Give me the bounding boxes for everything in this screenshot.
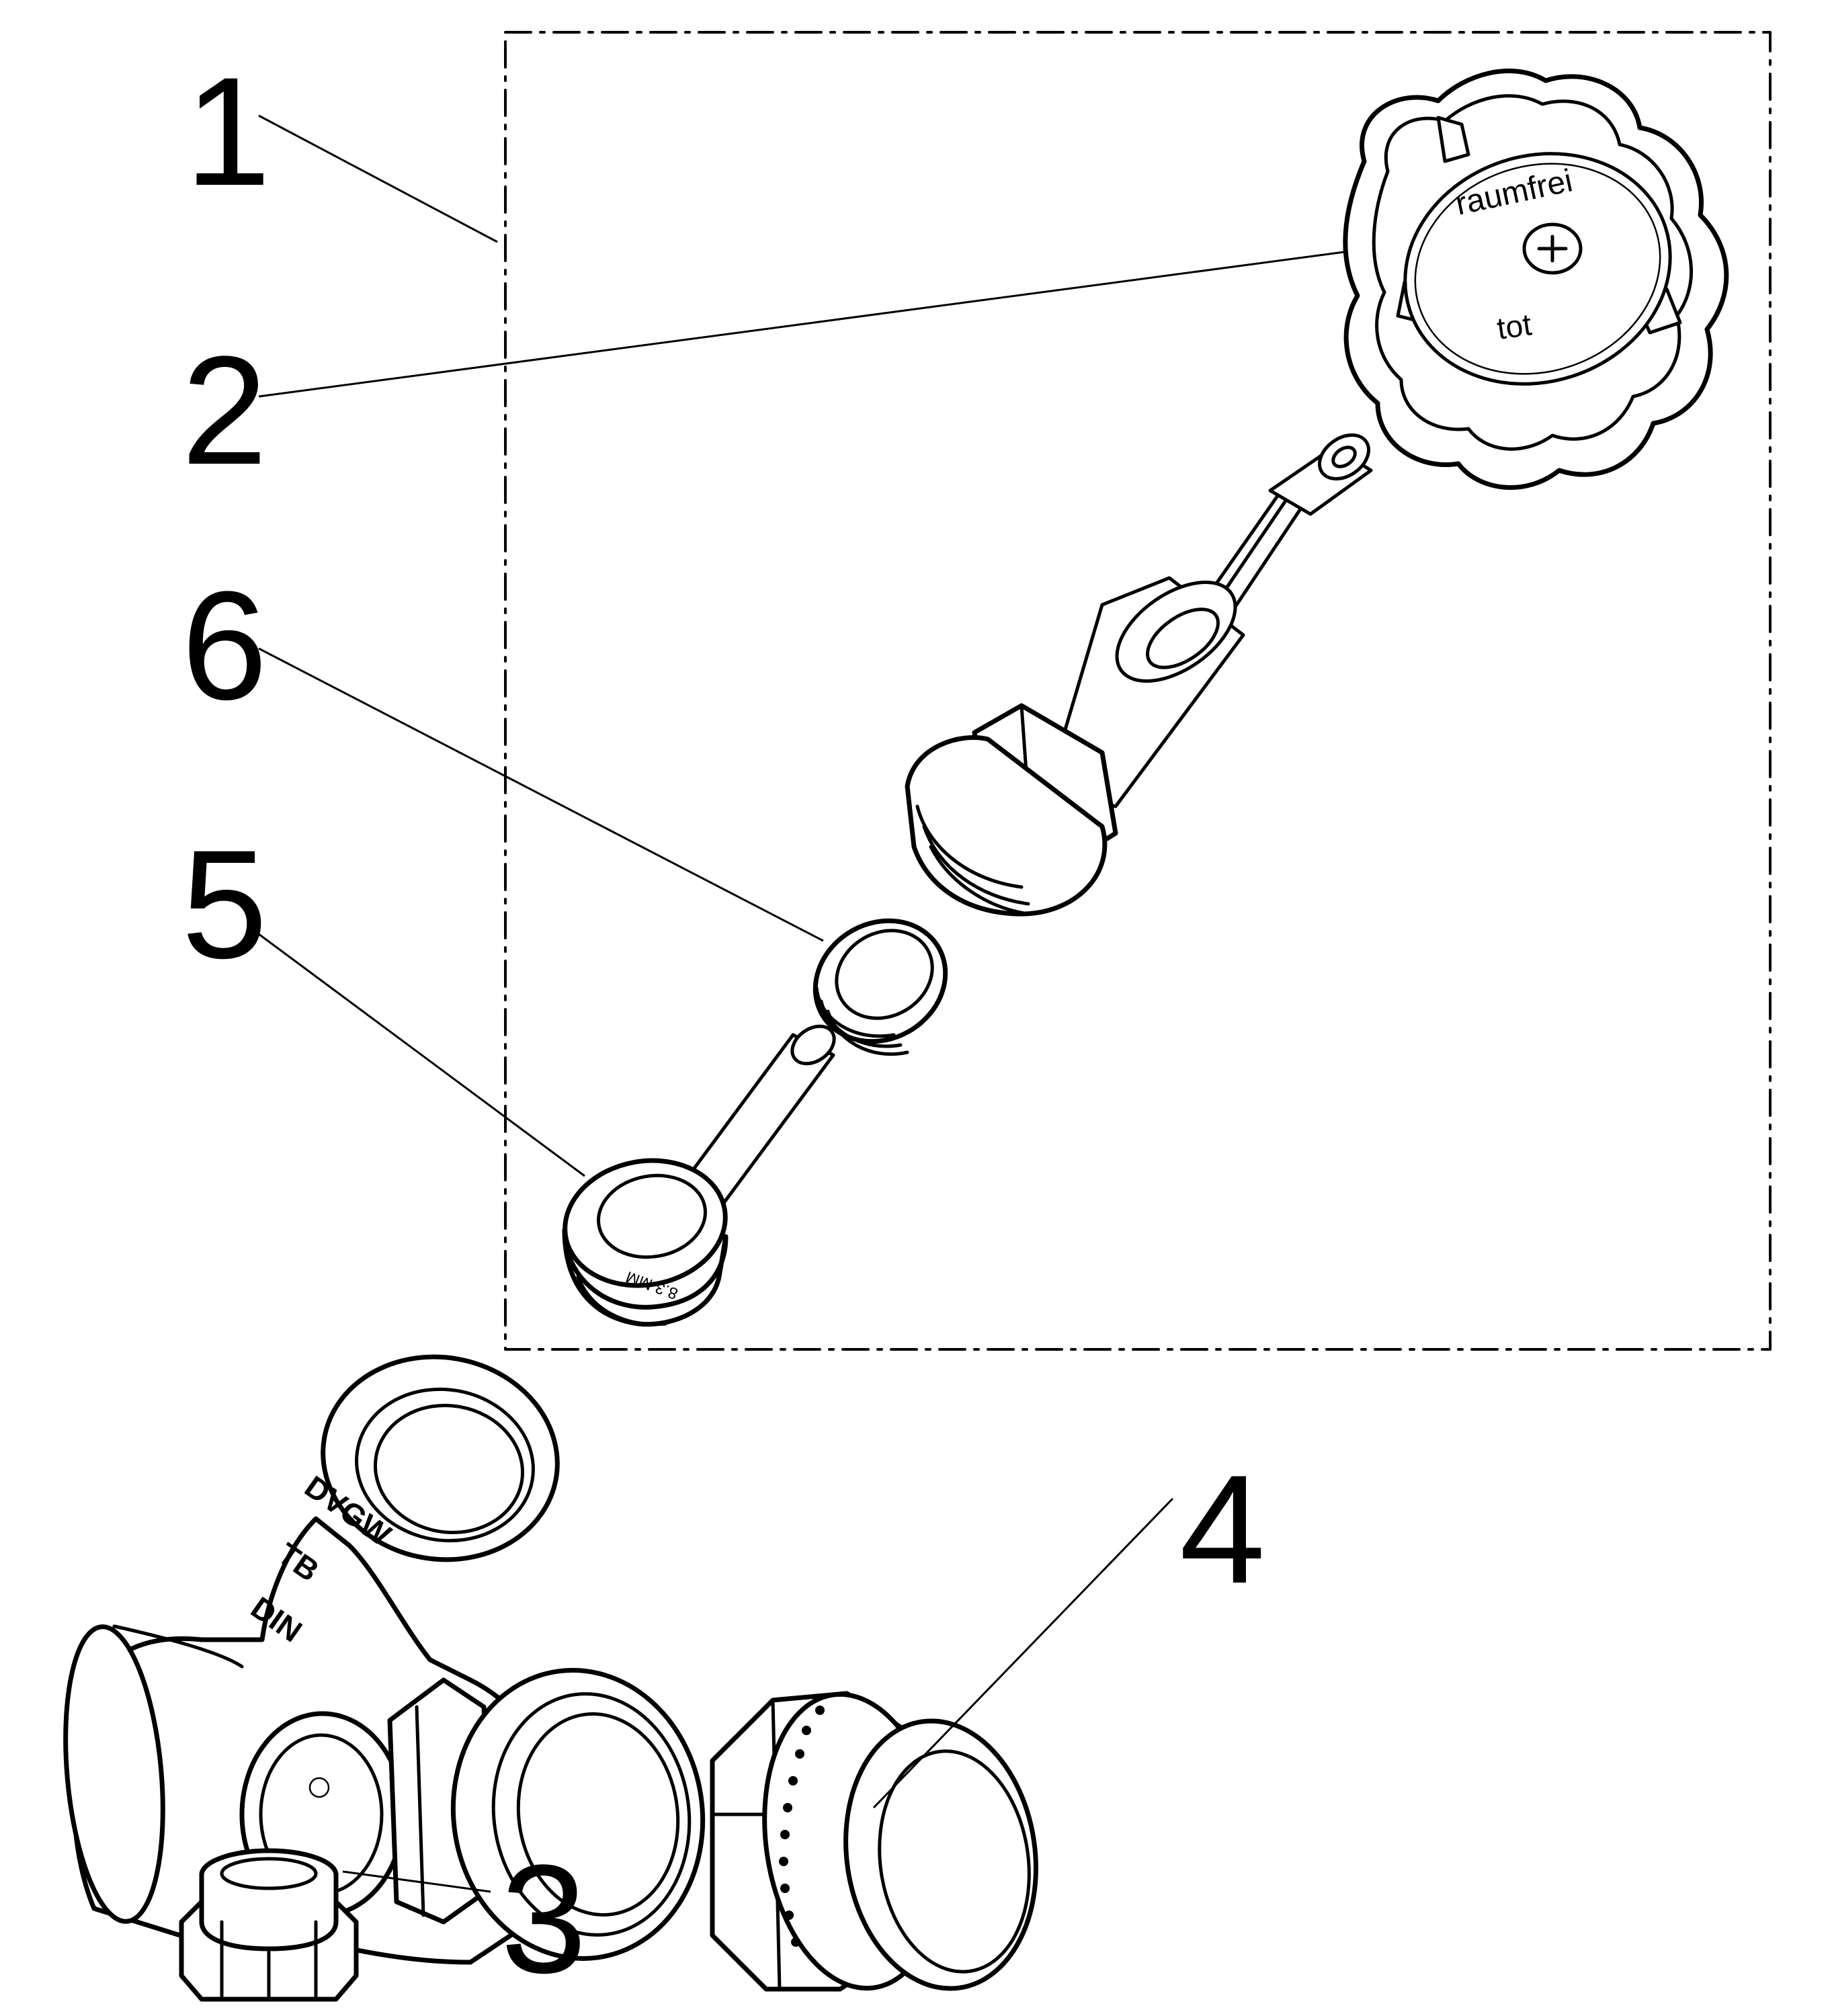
union-nut: [710, 1691, 1038, 1992]
union-nut-dots: [779, 1706, 825, 1947]
leader-1: [258, 114, 498, 243]
callout-2: 2: [181, 324, 267, 497]
callout-5: 5: [181, 818, 267, 991]
callout-1: 1: [185, 45, 271, 218]
callout-6: 6: [181, 559, 267, 732]
handwheel: raumfrei tot: [1343, 69, 1729, 490]
valve-body: DVGW TB DIN: [63, 1354, 706, 1965]
handwheel-marking-lower: tot: [1495, 306, 1534, 346]
valve-disc: 8.3 MM: [562, 1024, 836, 1327]
callout-3: 3: [501, 1833, 587, 2005]
packing-ring: [813, 918, 948, 1056]
leader-6: [258, 647, 824, 942]
drain-plug: [179, 1848, 359, 2002]
valve-stem-upper: [905, 433, 1373, 917]
callout-4: 4: [1179, 1443, 1265, 1615]
assembly-boundary: [504, 31, 1772, 1351]
leader-4: [872, 1497, 1174, 1809]
leader-5: [258, 933, 585, 1177]
leader-3: [342, 1870, 491, 1893]
leader-2: [258, 251, 1345, 398]
